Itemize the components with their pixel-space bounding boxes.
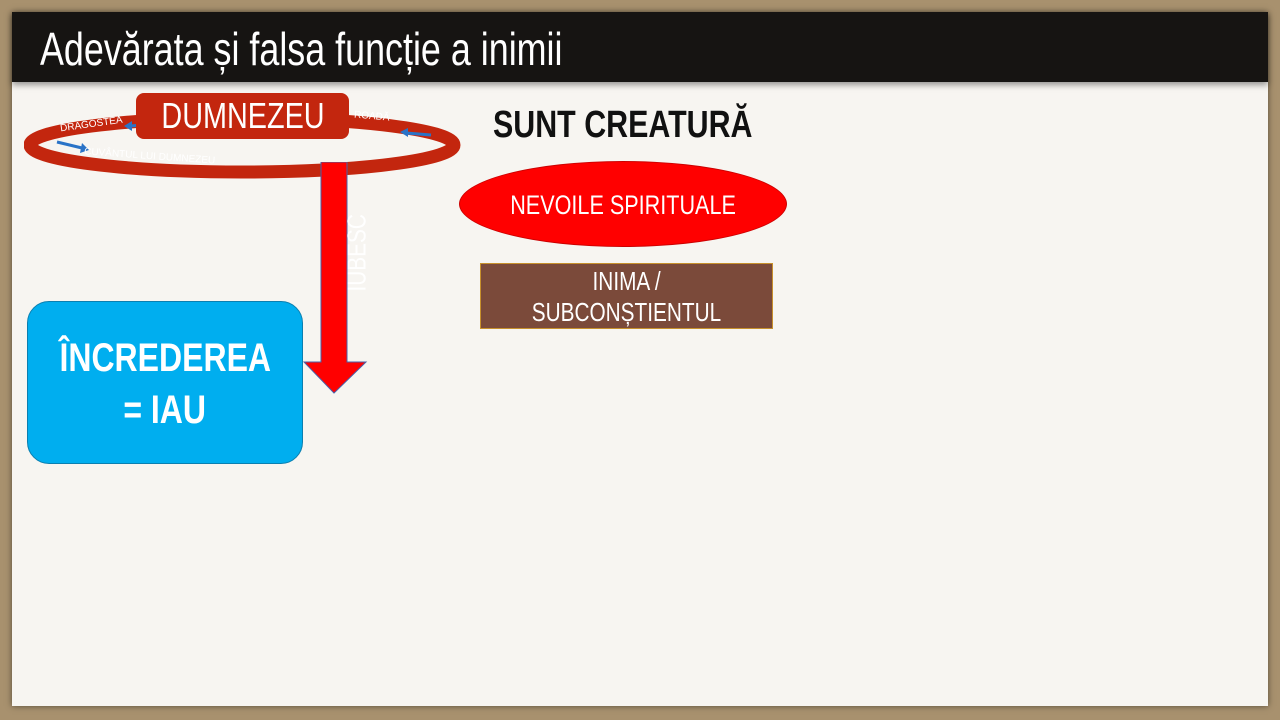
trust-line-1: ÎNCREDEREA bbox=[59, 336, 271, 380]
spiritual-needs-ellipse: NEVOILE SPIRITUALE bbox=[459, 161, 787, 247]
needs-label: NEVOILE SPIRITUALE bbox=[510, 190, 736, 220]
heart-box: INIMA / SUBCONȘTIENTUL bbox=[480, 263, 773, 329]
down-arrow-icon bbox=[302, 162, 368, 394]
title-bar: Adevărata și falsa funcție a inimii bbox=[12, 12, 1268, 82]
slide-title: Adevărata și falsa funcție a inimii bbox=[40, 23, 563, 75]
heart-line-2: SUBCONȘTIENTUL bbox=[531, 297, 722, 327]
slide: Adevărata și falsa funcție a inimii DRAG… bbox=[12, 12, 1268, 706]
god-box: DUMNEZEU bbox=[136, 93, 349, 139]
trust-line-2: = IAU bbox=[123, 388, 207, 432]
god-label: DUMNEZEU bbox=[160, 95, 325, 136]
blue-arrow-icon bbox=[56, 140, 89, 153]
arrow-label: IUBESC bbox=[341, 214, 372, 292]
heart-line-1: INIMA / bbox=[592, 266, 661, 296]
heading-creature: SUNT CREATURĂ bbox=[493, 104, 753, 146]
trust-box: ÎNCREDEREA = IAU bbox=[27, 301, 303, 464]
blue-arrow-icon bbox=[400, 128, 432, 137]
